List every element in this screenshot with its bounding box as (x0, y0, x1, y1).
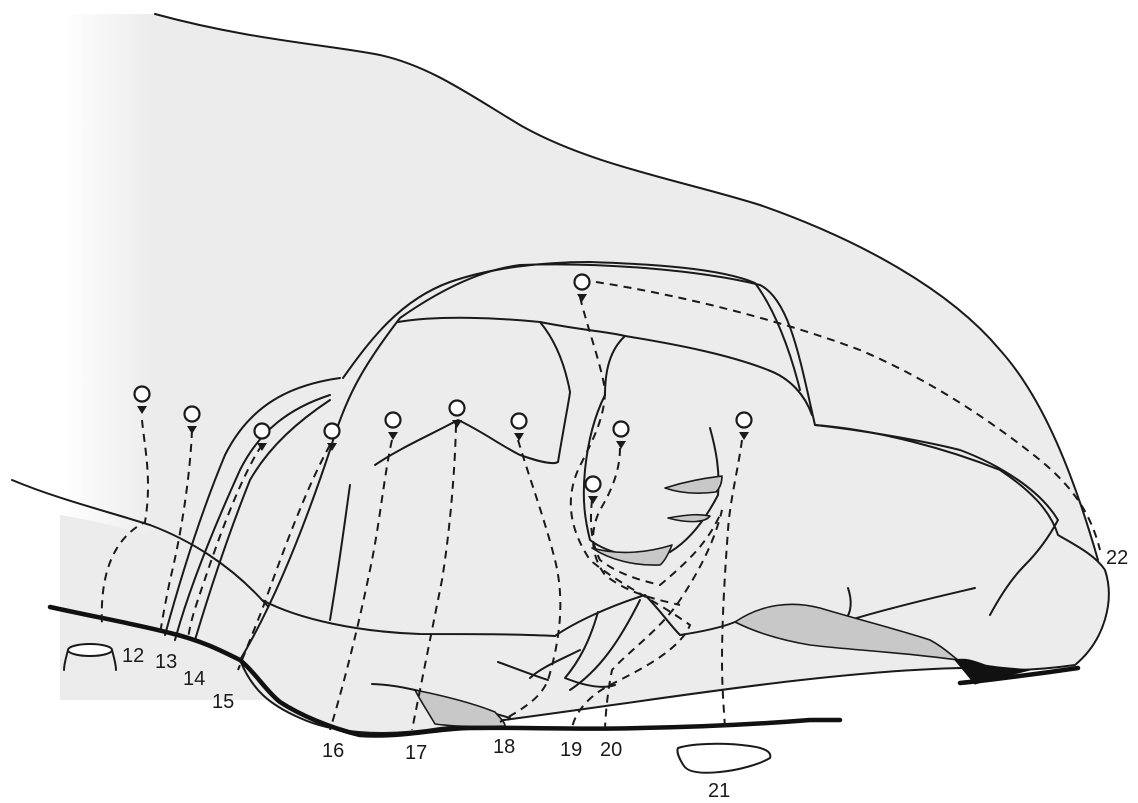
route-label-13: 13 (155, 651, 177, 673)
route-label-19: 19 (560, 739, 582, 761)
loose-boulder-icon (677, 744, 770, 773)
route-label-17: 17 (405, 742, 427, 764)
route-label-12: 12 (122, 645, 144, 667)
route-label-20: 20 (600, 739, 622, 761)
route-label-22: 22 (1106, 547, 1128, 569)
route-label-15: 15 (212, 691, 234, 713)
route-label-14: 14 (183, 668, 205, 690)
route-label-16: 16 (322, 740, 344, 762)
route-label-21: 21 (708, 780, 730, 802)
route-label-18: 18 (493, 736, 515, 758)
